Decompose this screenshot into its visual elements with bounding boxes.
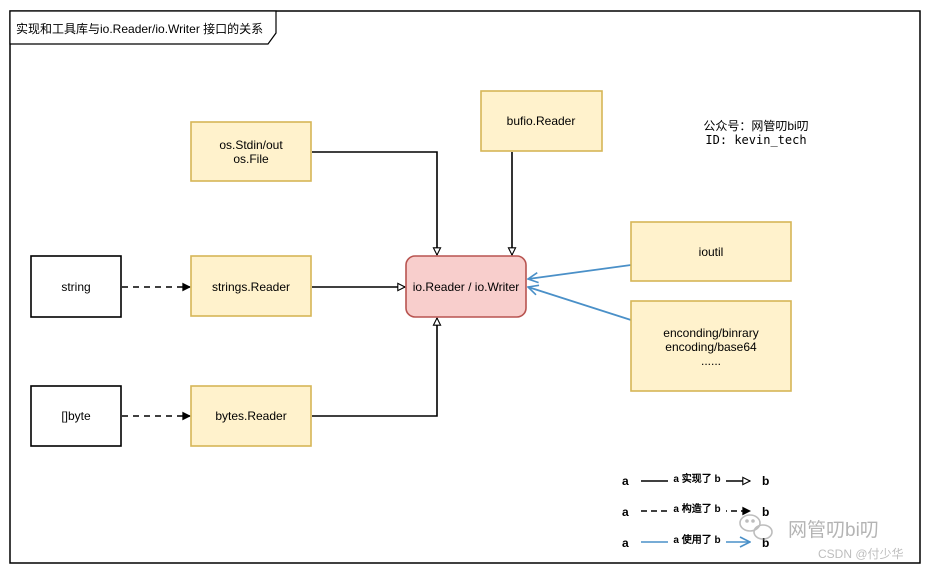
watermark: 网管叨bi叨 CSDN @付少华 xyxy=(739,514,904,561)
watermark-brand: 网管叨bi叨 xyxy=(788,519,879,541)
legend-constructs-a: a xyxy=(622,505,629,519)
edge-os-file-io xyxy=(312,151,437,255)
node-ioutil-label: ioutil xyxy=(699,245,724,259)
legend: a a 实现了 b b a a 构造了 b b a a 使用了 b b xyxy=(622,472,769,550)
legend-constructs-label: a 构造了 b xyxy=(673,502,720,515)
node-bufio-reader-label: bufio.Reader xyxy=(507,114,576,128)
legend-implements-b: b xyxy=(762,474,769,488)
edge-ioutil-io xyxy=(528,264,632,279)
node-encoding-line3: ...... xyxy=(701,354,721,368)
edge-bytes-reader-io xyxy=(312,318,437,417)
node-bytes-reader: bytes.Reader xyxy=(190,385,312,447)
diagram-title: 实现和工具库与io.Reader/io.Writer 接口的关系 xyxy=(16,21,263,36)
node-string-label: string xyxy=(61,280,90,294)
node-io-reader-writer-label: io.Reader / io.Writer xyxy=(413,280,519,294)
node-os-file: os.Stdin/out os.File xyxy=(190,121,312,182)
node-io-reader-writer: io.Reader / io.Writer xyxy=(405,255,527,318)
node-os-file-line1: os.Stdin/out xyxy=(219,138,283,152)
node-strings-reader-label: strings.Reader xyxy=(212,280,290,294)
node-bytes-reader-label: bytes.Reader xyxy=(215,409,286,423)
node-encoding-line1: enconding/binrary xyxy=(663,326,758,340)
info-line-1: 公众号：网管叨bi叨 xyxy=(703,118,808,133)
legend-uses-b: b xyxy=(762,536,769,550)
legend-implements-a: a xyxy=(622,474,629,488)
title-tab xyxy=(9,10,277,45)
node-encoding: enconding/binrary encoding/base64 ...... xyxy=(630,300,792,392)
legend-uses-label: a 使用了 b xyxy=(673,533,720,546)
node-bufio-reader: bufio.Reader xyxy=(480,90,603,152)
node-ioutil: ioutil xyxy=(630,221,792,282)
legend-uses-a: a xyxy=(622,536,629,550)
node-encoding-line2: encoding/base64 xyxy=(665,340,757,354)
info-line-2: ID: kevin_tech xyxy=(705,133,806,147)
legend-constructs-b: b xyxy=(762,505,769,519)
watermark-csdn: CSDN @付少华 xyxy=(818,547,904,561)
node-os-file-line2: os.File xyxy=(233,152,269,166)
edge-encoding-io xyxy=(528,287,632,321)
node-byte-label: []byte xyxy=(61,409,91,423)
node-strings-reader: strings.Reader xyxy=(190,255,312,317)
legend-implements-label: a 实现了 b xyxy=(673,472,720,485)
node-byte: []byte xyxy=(30,385,122,447)
node-string: string xyxy=(30,255,122,318)
wechat-icon xyxy=(739,514,773,540)
